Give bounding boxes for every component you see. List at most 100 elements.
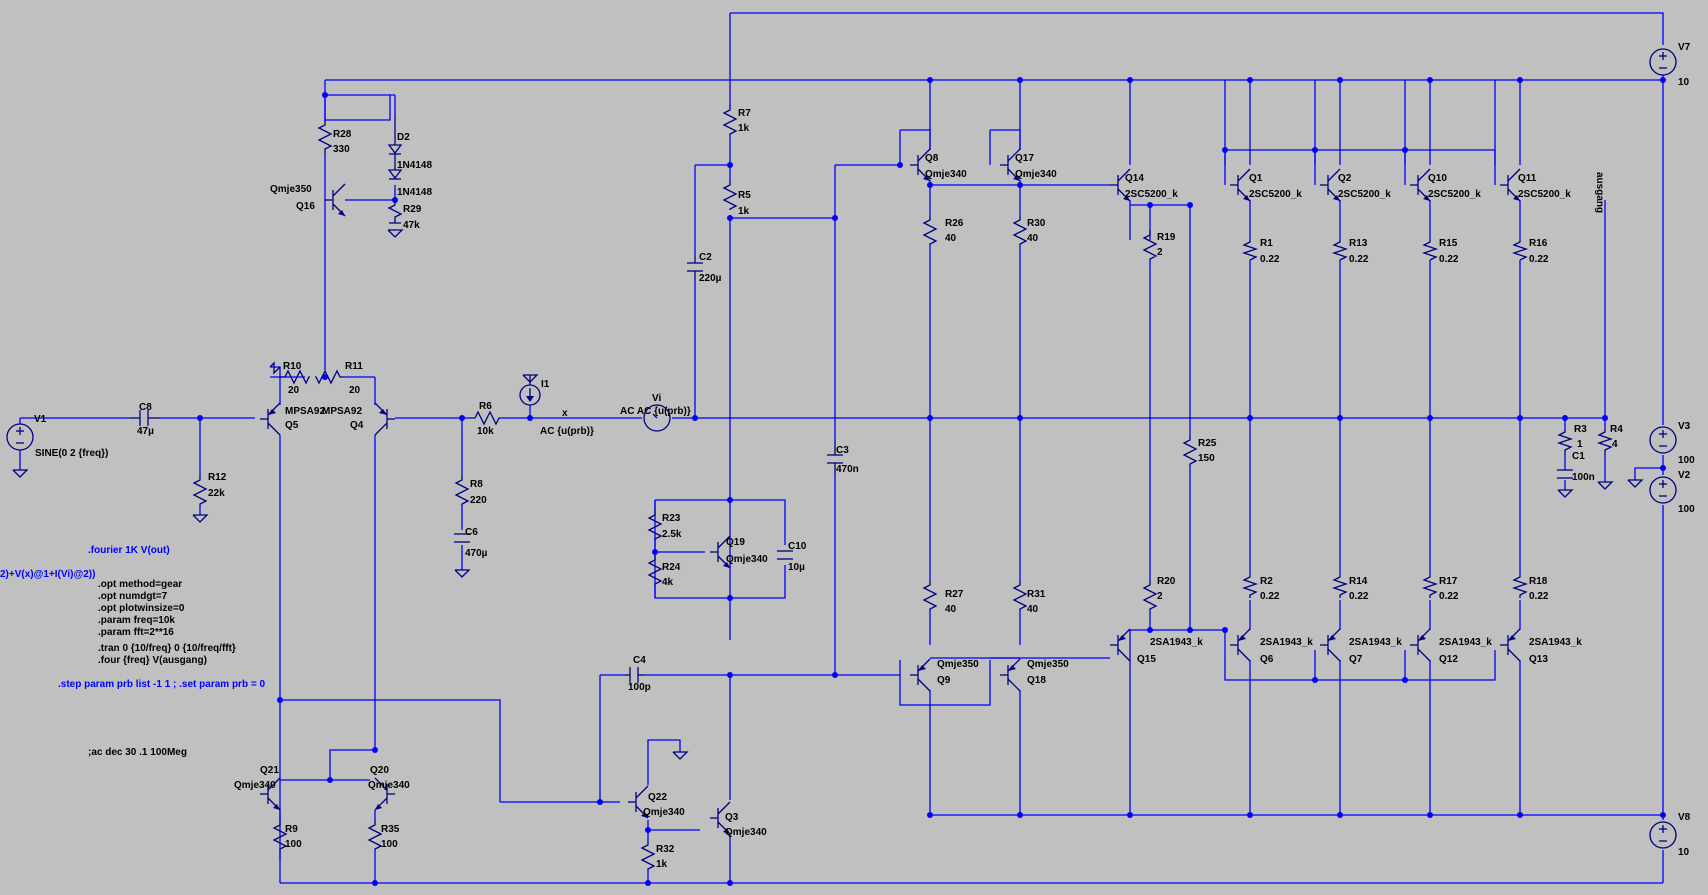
r15-name: R15	[1439, 238, 1458, 249]
q4-value: MPSA92	[322, 406, 362, 417]
r32-value: 1k	[656, 859, 668, 870]
r3-name: R3	[1574, 424, 1587, 435]
spice-directives[interactable]: .fourier 1K V(out) 2)+V(x)@1+I(Vi)@2)) .…	[0, 545, 265, 758]
r30-value: 40	[1027, 233, 1039, 244]
capacitors	[130, 255, 1573, 683]
c8-name: C8	[139, 402, 152, 413]
r15-value: 0.22	[1439, 254, 1459, 265]
q19-name: Q19	[726, 537, 745, 548]
c3-value: 470n	[836, 464, 859, 475]
r20-value: 2	[1157, 591, 1163, 602]
directive-fourier[interactable]: .fourier 1K V(out)	[88, 545, 170, 556]
directive-opt-5[interactable]: .param fft=2**16	[98, 627, 174, 638]
vi-name: Vi	[652, 393, 661, 404]
r31-value: 40	[1027, 604, 1039, 615]
q16-value: Qmje350	[270, 184, 312, 195]
q8-name: Q8	[925, 153, 939, 164]
directive-opt-4[interactable]: .param freq=10k	[98, 615, 175, 626]
q17-value: Qmje340	[1015, 169, 1057, 180]
c1-name: C1	[1572, 451, 1585, 462]
r25-name: R25	[1198, 438, 1217, 449]
r26-value: 40	[945, 233, 957, 244]
resistors	[192, 105, 1614, 870]
v1-value: SINE(0 2 {freq})	[35, 448, 108, 459]
q12-value: 2SA1943_k	[1439, 637, 1492, 648]
r28-value: 330	[333, 144, 350, 155]
q1-value: 2SC5200_k	[1249, 189, 1302, 200]
r6-value: 10k	[477, 426, 494, 437]
r26-name: R26	[945, 218, 964, 229]
q3-value: Qmje340	[725, 827, 767, 838]
directive-tran[interactable]: .tran 0 {10/freq} 0 {10/freq/fft}	[98, 643, 236, 654]
r35-name: R35	[381, 824, 400, 835]
r6-name: R6	[479, 401, 492, 412]
r27-value: 40	[945, 604, 957, 615]
directive-measure[interactable]: 2)+V(x)@1+I(Vi)@2))	[0, 569, 95, 580]
c8-value: 47µ	[137, 426, 154, 437]
net-label-x: x	[562, 408, 568, 419]
r19-value: 2	[1157, 247, 1163, 258]
r10-name: R10	[283, 361, 302, 372]
q10-value: 2SC5200_k	[1428, 189, 1481, 200]
directive-four[interactable]: .four {freq} V(ausgang)	[98, 655, 207, 666]
q5-name: Q5	[285, 420, 299, 431]
net-label-ausgang: ausgang	[1594, 172, 1605, 213]
q15-name: Q15	[1137, 654, 1156, 665]
r25-value: 150	[1198, 453, 1215, 464]
r12-name: R12	[208, 472, 227, 483]
c6-name: C6	[465, 527, 478, 538]
r14-name: R14	[1349, 576, 1368, 587]
diodes	[387, 115, 403, 180]
q9-value: Qmje350	[937, 659, 979, 670]
c6-value: 470µ	[465, 548, 488, 559]
i1-value: AC {u(prb)}	[540, 426, 594, 437]
q18-name: Q18	[1027, 675, 1046, 686]
v7-name: V7	[1678, 42, 1691, 53]
r1-name: R1	[1260, 238, 1273, 249]
c3-name: C3	[836, 445, 849, 456]
directive-opt-2[interactable]: .opt numdgt=7	[98, 591, 168, 602]
directive-opt-1[interactable]: .opt method=gear	[98, 579, 182, 590]
directive-opt-3[interactable]: .opt plotwinsize=0	[98, 603, 185, 614]
r3-value: 1	[1577, 439, 1583, 450]
r16-value: 0.22	[1529, 254, 1549, 265]
r32-name: R32	[656, 844, 675, 855]
c10-name: C10	[788, 541, 807, 552]
q20-name: Q20	[370, 765, 389, 776]
q2-value: 2SC5200_k	[1338, 189, 1391, 200]
r29-name: R29	[403, 204, 422, 215]
junction-dots	[197, 77, 1666, 886]
c4-name: C4	[633, 655, 646, 666]
r16-name: R16	[1529, 238, 1548, 249]
v2-value: 100	[1678, 504, 1695, 515]
q20-value: Qmje340	[368, 780, 410, 791]
r2-value: 0.22	[1260, 591, 1280, 602]
r24-name: R24	[662, 562, 681, 573]
r13-value: 0.22	[1349, 254, 1369, 265]
transistors	[259, 148, 1521, 835]
q3-name: Q3	[725, 812, 739, 823]
directive-ac[interactable]: ;ac dec 30 .1 100Meg	[88, 747, 187, 758]
sources	[6, 48, 1677, 849]
r9-value: 100	[285, 839, 302, 850]
r2-name: R2	[1260, 576, 1273, 587]
r23-value: 2.5k	[662, 529, 682, 540]
c2-value: 220µ	[699, 273, 722, 284]
v8-name: V8	[1678, 812, 1691, 823]
q21-name: Q21	[260, 765, 279, 776]
r8-value: 220	[470, 495, 487, 506]
r27-name: R27	[945, 589, 964, 600]
q22-value: Qmje340	[643, 807, 685, 818]
q5-value: MPSA92	[285, 406, 325, 417]
q7-value: 2SA1943_k	[1349, 637, 1402, 648]
v1-name: V1	[34, 414, 47, 425]
q18-value: Qmje350	[1027, 659, 1069, 670]
directive-step[interactable]: .step param prb list -1 1 ; .set param p…	[58, 679, 265, 690]
r29-value: 47k	[403, 220, 420, 231]
r30-name: R30	[1027, 218, 1046, 229]
r18-value: 0.22	[1529, 591, 1549, 602]
r14-value: 0.22	[1349, 591, 1369, 602]
q11-name: Q11	[1518, 173, 1537, 184]
r1-value: 0.22	[1260, 254, 1280, 265]
component-labels: V1 SINE(0 2 {freq}) V7 10 V3 100 V2 100 …	[34, 42, 1695, 870]
